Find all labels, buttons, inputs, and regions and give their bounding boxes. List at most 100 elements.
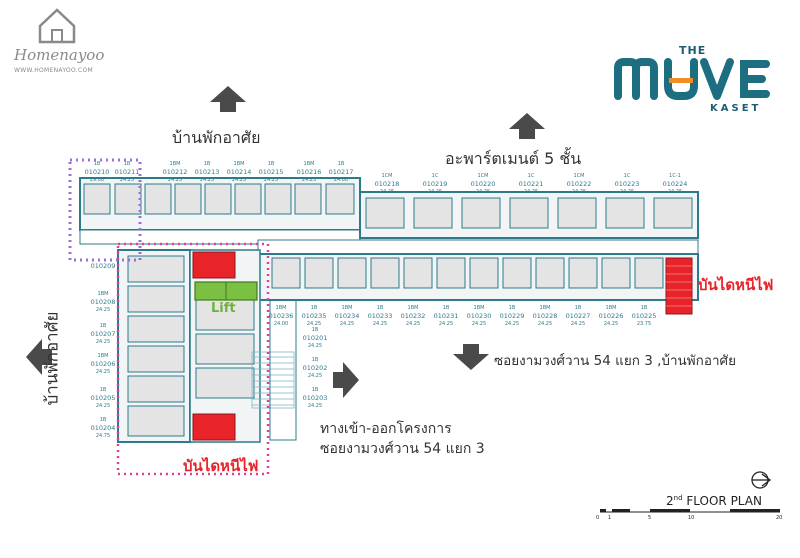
- fire-stair-left-bottom: [192, 413, 236, 441]
- unit-area: 24.00: [273, 321, 289, 327]
- scale-tick: 10: [688, 515, 695, 521]
- scale-tick: 1: [608, 515, 612, 521]
- plan-title-suffix: FLOOR PLAN: [686, 494, 762, 508]
- unit-type: 1B: [337, 161, 345, 167]
- unit-area: 24.25: [475, 189, 491, 195]
- unit-type: 1BM: [233, 161, 245, 167]
- unit-id: 010206: [90, 360, 116, 368]
- unit-type: 1BM: [169, 161, 181, 167]
- unit-type: 1BM: [407, 305, 419, 311]
- plan-title-sup: nd: [673, 494, 683, 502]
- unit-id: 010222: [566, 180, 592, 188]
- label-north-left: บ้านพักอาศัย: [172, 128, 261, 147]
- arrow-up-icon: [509, 113, 545, 139]
- pink-boundary: [116, 242, 270, 476]
- unit-type: 1B: [376, 305, 384, 311]
- unit-area: 24.25: [570, 321, 586, 327]
- unit-id: 010226: [598, 312, 624, 320]
- scale-tick: 0: [596, 515, 600, 521]
- unit-area: 24.25: [379, 189, 395, 195]
- unit-type: 1B: [574, 305, 582, 311]
- unit-id: 010221: [518, 180, 544, 188]
- brand-kaset: KASET: [710, 103, 762, 114]
- homenayoo-logo: Homenayoo WWW.HOMENAYOO.COM: [14, 6, 114, 76]
- unit-area: 24.25: [307, 343, 323, 349]
- unit-id: 010234: [334, 312, 360, 320]
- unit-type: 1B: [311, 387, 319, 393]
- brand-the: THE: [679, 44, 707, 57]
- unit-type: 1B: [508, 305, 516, 311]
- unit-id: 010216: [296, 168, 322, 176]
- unit-id: 010236: [268, 312, 294, 320]
- unit-id: 010225: [631, 312, 657, 320]
- compass-icon: [751, 471, 772, 489]
- unit-id: 010233: [367, 312, 393, 320]
- unit-area: 24.25: [95, 307, 111, 313]
- plan-title-prefix: 2: [666, 494, 674, 508]
- unit-id: 010232: [400, 312, 426, 320]
- unit-area: 29.00: [89, 177, 105, 183]
- label-north-right: อะพาร์ตเมนต์ 5 ชั้น: [445, 149, 582, 168]
- unit-area: 24.25: [339, 321, 355, 327]
- fire-stair-left: [192, 251, 236, 279]
- unit-area: 23.75: [636, 321, 652, 327]
- unit-id: 010228: [532, 312, 558, 320]
- unit-area: 24.25: [307, 373, 323, 379]
- unit-area: 24.25: [571, 189, 587, 195]
- brand-logo: THE KASET: [614, 44, 774, 120]
- unit-area: 24.25: [537, 321, 553, 327]
- unit-type: 1B: [311, 357, 319, 363]
- unit-id: 010218: [374, 180, 400, 188]
- unit-area: 24.25: [405, 321, 421, 327]
- unit-id: 010209: [90, 262, 116, 270]
- unit-id: 010207: [90, 330, 116, 338]
- unit-type: 1BM: [275, 305, 287, 311]
- unit-id: 010215: [258, 168, 284, 176]
- unit-id: 010213: [194, 168, 220, 176]
- fire-stair-right-label: บันไดหนีไฟ: [698, 276, 774, 294]
- unit-id: 010205: [90, 394, 116, 402]
- unit-id: 010212: [162, 168, 188, 176]
- arrow-down-icon: [453, 344, 489, 370]
- entrance-ramp: [251, 351, 295, 409]
- arrow-left-icon: [26, 339, 52, 375]
- unit-tag: 010209: [88, 262, 118, 270]
- unit-id: 010204: [90, 424, 116, 432]
- top-left-wing: [79, 177, 361, 245]
- unit-id: 010211: [114, 168, 140, 176]
- unit-id: 010235: [301, 312, 327, 320]
- unit-type: 1B: [203, 161, 211, 167]
- house-icon: [38, 8, 76, 44]
- unit-id: 010223: [614, 180, 640, 188]
- scale-ticks: 0 1 5 10 20: [596, 515, 786, 525]
- unit-type: 1C: [527, 173, 535, 179]
- unit-type: 1C-1: [669, 173, 681, 179]
- unit-type: 1C: [623, 173, 631, 179]
- unit-id: 010227: [565, 312, 591, 320]
- unit-type: 1B: [99, 417, 107, 423]
- unit-area: 24.25: [301, 177, 317, 183]
- unit-area: 24.25: [427, 189, 443, 195]
- unit-type: 1BM: [97, 291, 109, 297]
- unit-id: 010224: [662, 180, 688, 188]
